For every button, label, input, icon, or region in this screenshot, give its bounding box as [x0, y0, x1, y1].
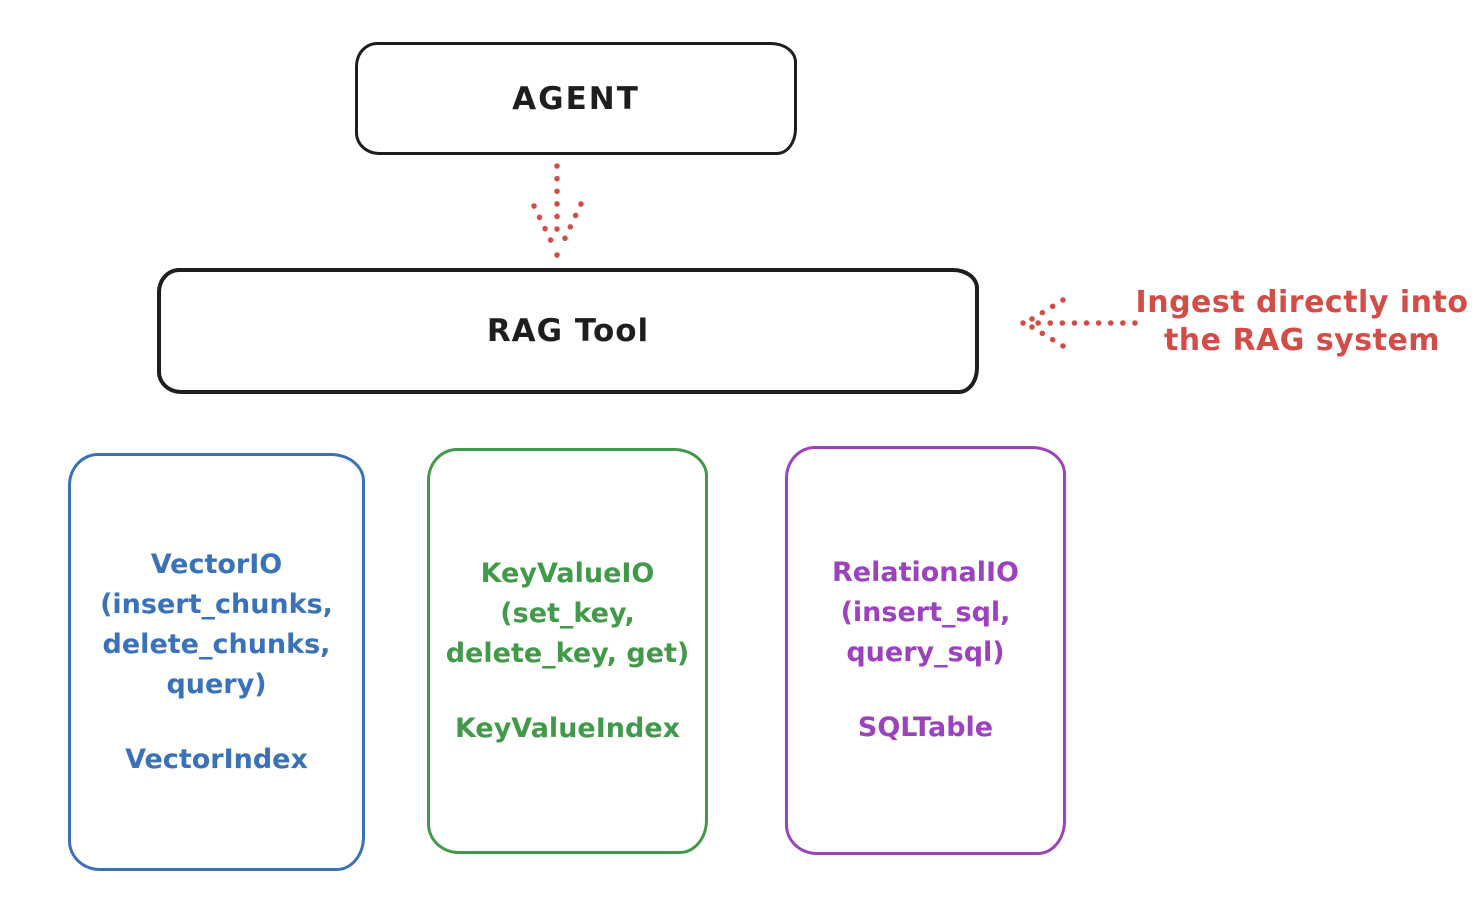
vector-io-methods-line-3: query)	[166, 668, 267, 700]
keyvalue-io-methods-line-2: delete_key, get)	[445, 637, 690, 669]
keyvalue-io-store-node: KeyValueIO (set_key, delete_key, get) Ke…	[427, 448, 708, 854]
relational-io-title: RelationalIO	[832, 557, 1019, 588]
annotation-line-2: the RAG system	[1163, 323, 1441, 358]
rag-tool-node-label: RAG Tool	[486, 313, 650, 349]
keyvalue-io-methods-line-1: (set_key,	[500, 597, 635, 629]
agent-node: AGENT	[355, 42, 797, 155]
vector-io-store-node: VectorIO (insert_chunks, delete_chunks, …	[68, 453, 365, 871]
annotation-text: Ingest directly into the RAG system	[1130, 284, 1474, 360]
relational-io-store-node: RelationalIO (insert_sql, query_sql) SQL…	[785, 446, 1066, 855]
agent-to-ragtool-arrow-icon	[527, 160, 589, 260]
vector-io-title: VectorIO	[150, 548, 283, 580]
annotation-line-1: Ingest directly into	[1135, 285, 1469, 320]
vector-io-methods-line-1: (insert_chunks,	[100, 588, 333, 620]
vector-io-methods-line-2: delete_chunks,	[102, 628, 331, 660]
relational-io-methods-line-1: (insert_sql,	[840, 597, 1011, 628]
keyvalue-io-title: KeyValueIO	[480, 557, 655, 589]
keyvalue-io-index-label: KeyValueIndex	[454, 712, 681, 744]
relational-io-index-label: SQLTable	[857, 712, 994, 743]
relational-io-methods-line-2: query_sql)	[846, 637, 1005, 668]
vector-io-index-label: VectorIndex	[125, 743, 308, 775]
annotation-arrow-icon	[1015, 293, 1143, 355]
agent-node-label: AGENT	[512, 80, 640, 117]
rag-tool-node: RAG Tool	[157, 268, 979, 394]
